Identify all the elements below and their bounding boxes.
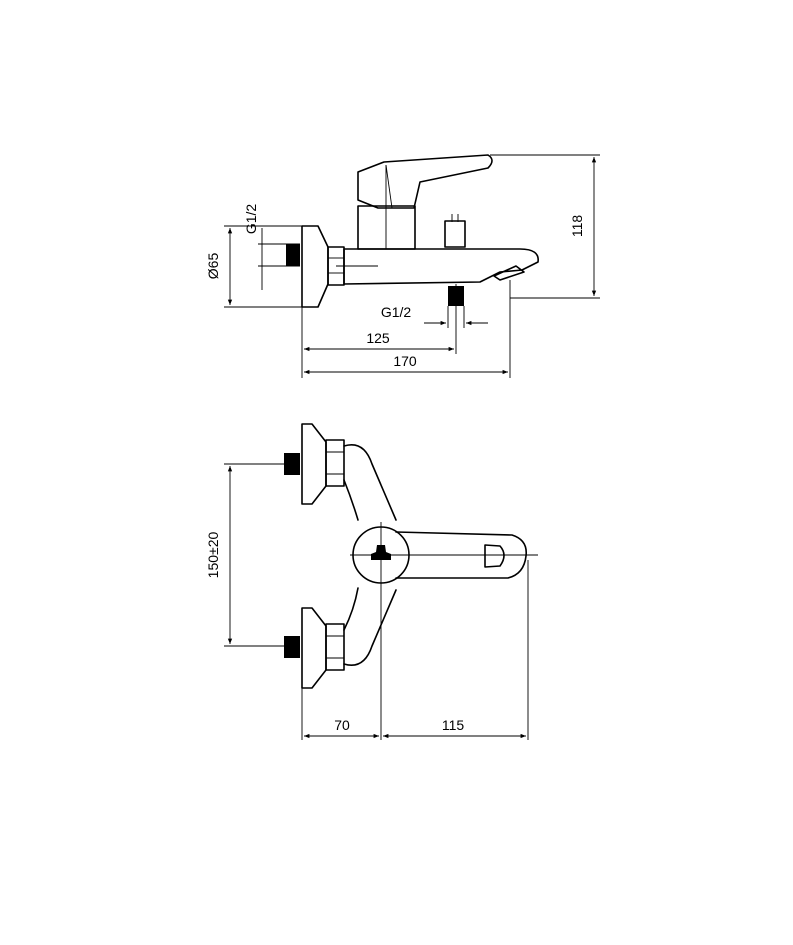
upper-flange [301, 423, 327, 505]
height-118-label: 118 [569, 215, 585, 238]
dim-70-label: 70 [334, 717, 350, 733]
lower-hex-nut [325, 623, 345, 671]
spout-tip [493, 265, 525, 281]
upper-inlet-connector [284, 453, 300, 475]
side-view: G1/2 Ø65 G1/2 125 170 118 [205, 154, 600, 378]
dim-125-label: 125 [366, 330, 390, 346]
cartridge-housing [357, 205, 416, 250]
upper-hex-nut [325, 439, 345, 487]
faucet-body [343, 248, 539, 285]
wall-flange [301, 225, 329, 308]
dim-170-label: 170 [393, 353, 417, 369]
inlet-thread-label: G1/2 [243, 204, 259, 235]
top-view: 150±20 70 115 [205, 423, 538, 740]
outlet-thread-label: G1/2 [381, 304, 412, 320]
lower-inlet-connector [284, 636, 300, 658]
diverter-knob [444, 220, 466, 248]
spacing-label: 150±20 [205, 531, 221, 578]
diameter-label: Ø65 [205, 253, 221, 280]
lever-top [395, 531, 528, 579]
dim-115-label: 115 [442, 717, 465, 733]
lever-slot [484, 544, 505, 568]
lever-handle [357, 154, 493, 209]
faucet-body-top [343, 444, 397, 666]
lower-flange [301, 607, 327, 689]
